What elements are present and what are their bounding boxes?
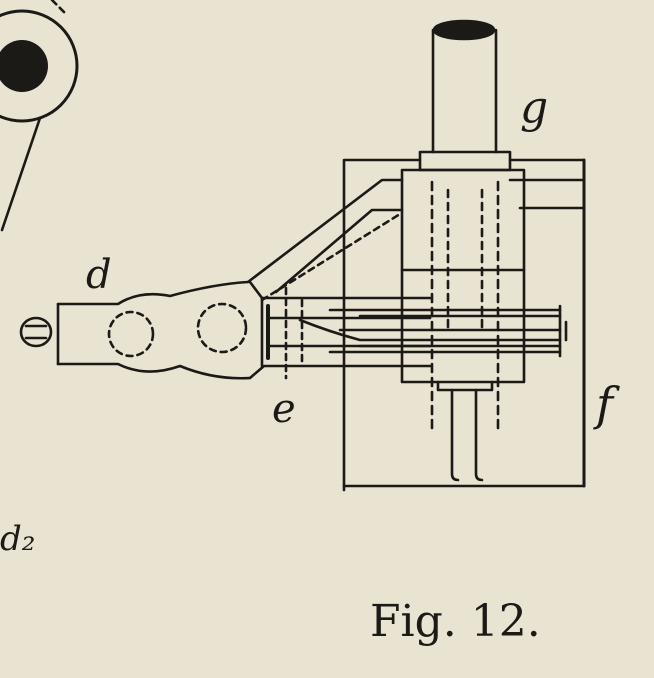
arm-d bbox=[19, 280, 252, 380]
hub-block bbox=[400, 168, 526, 482]
label-g: g bbox=[520, 82, 548, 133]
fork-e bbox=[248, 280, 432, 380]
label-d: d bbox=[86, 252, 112, 298]
label-f: f bbox=[593, 377, 620, 431]
labels: g d e f d₂ bbox=[0, 82, 620, 559]
frame-f bbox=[342, 158, 586, 492]
label-d2: d₂ bbox=[0, 519, 35, 559]
label-e: e bbox=[272, 386, 296, 432]
shaft-collar bbox=[418, 150, 512, 172]
neighbour-eye-part bbox=[0, 0, 79, 232]
diagonal-strap bbox=[246, 178, 404, 302]
figure-caption: Fig. 12. bbox=[370, 596, 541, 647]
shaft-g bbox=[431, 19, 498, 154]
pulley-sheave bbox=[298, 304, 568, 358]
